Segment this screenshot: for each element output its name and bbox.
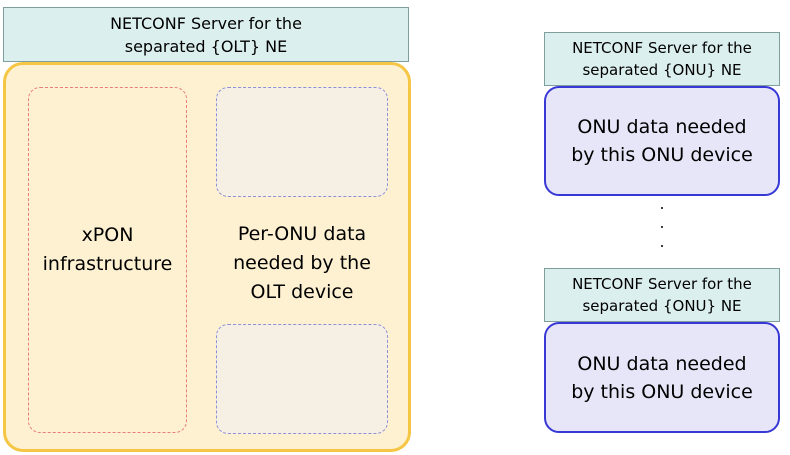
xpon-infrastructure-label: xPON infrastructure — [42, 224, 173, 275]
onu-data-box-1: ONU data needed by this ONU device — [544, 86, 780, 196]
ellipsis-dot — [661, 207, 663, 209]
per-onu-data-box-top — [216, 87, 388, 197]
onu-header-text-1: NETCONF Server for the separated {ONU} N… — [572, 39, 752, 79]
olt-netconf-server-header: NETCONF Server for the separated {OLT} N… — [3, 7, 409, 62]
onu-header-text-2: NETCONF Server for the separated {ONU} N… — [572, 275, 752, 315]
ellipsis-dot — [661, 245, 663, 247]
olt-header-text: NETCONF Server for the separated {OLT} N… — [110, 13, 302, 56]
onu-data-text-2: ONU data needed by this ONU device — [571, 352, 753, 403]
vertical-ellipsis — [655, 207, 669, 247]
xpon-infrastructure-box — [28, 87, 187, 433]
onu-netconf-server-header-2: NETCONF Server for the separated {ONU} N… — [544, 268, 780, 322]
onu-data-box-2: ONU data needed by this ONU device — [544, 322, 780, 433]
onu-data-text-1: ONU data needed by this ONU device — [571, 116, 753, 166]
per-onu-data-label: Per-ONU data needed by the OLT device — [233, 223, 371, 303]
ellipsis-dot — [661, 226, 663, 228]
onu-netconf-server-header-1: NETCONF Server for the separated {ONU} N… — [544, 32, 780, 86]
per-onu-data-box-bottom — [216, 324, 388, 434]
